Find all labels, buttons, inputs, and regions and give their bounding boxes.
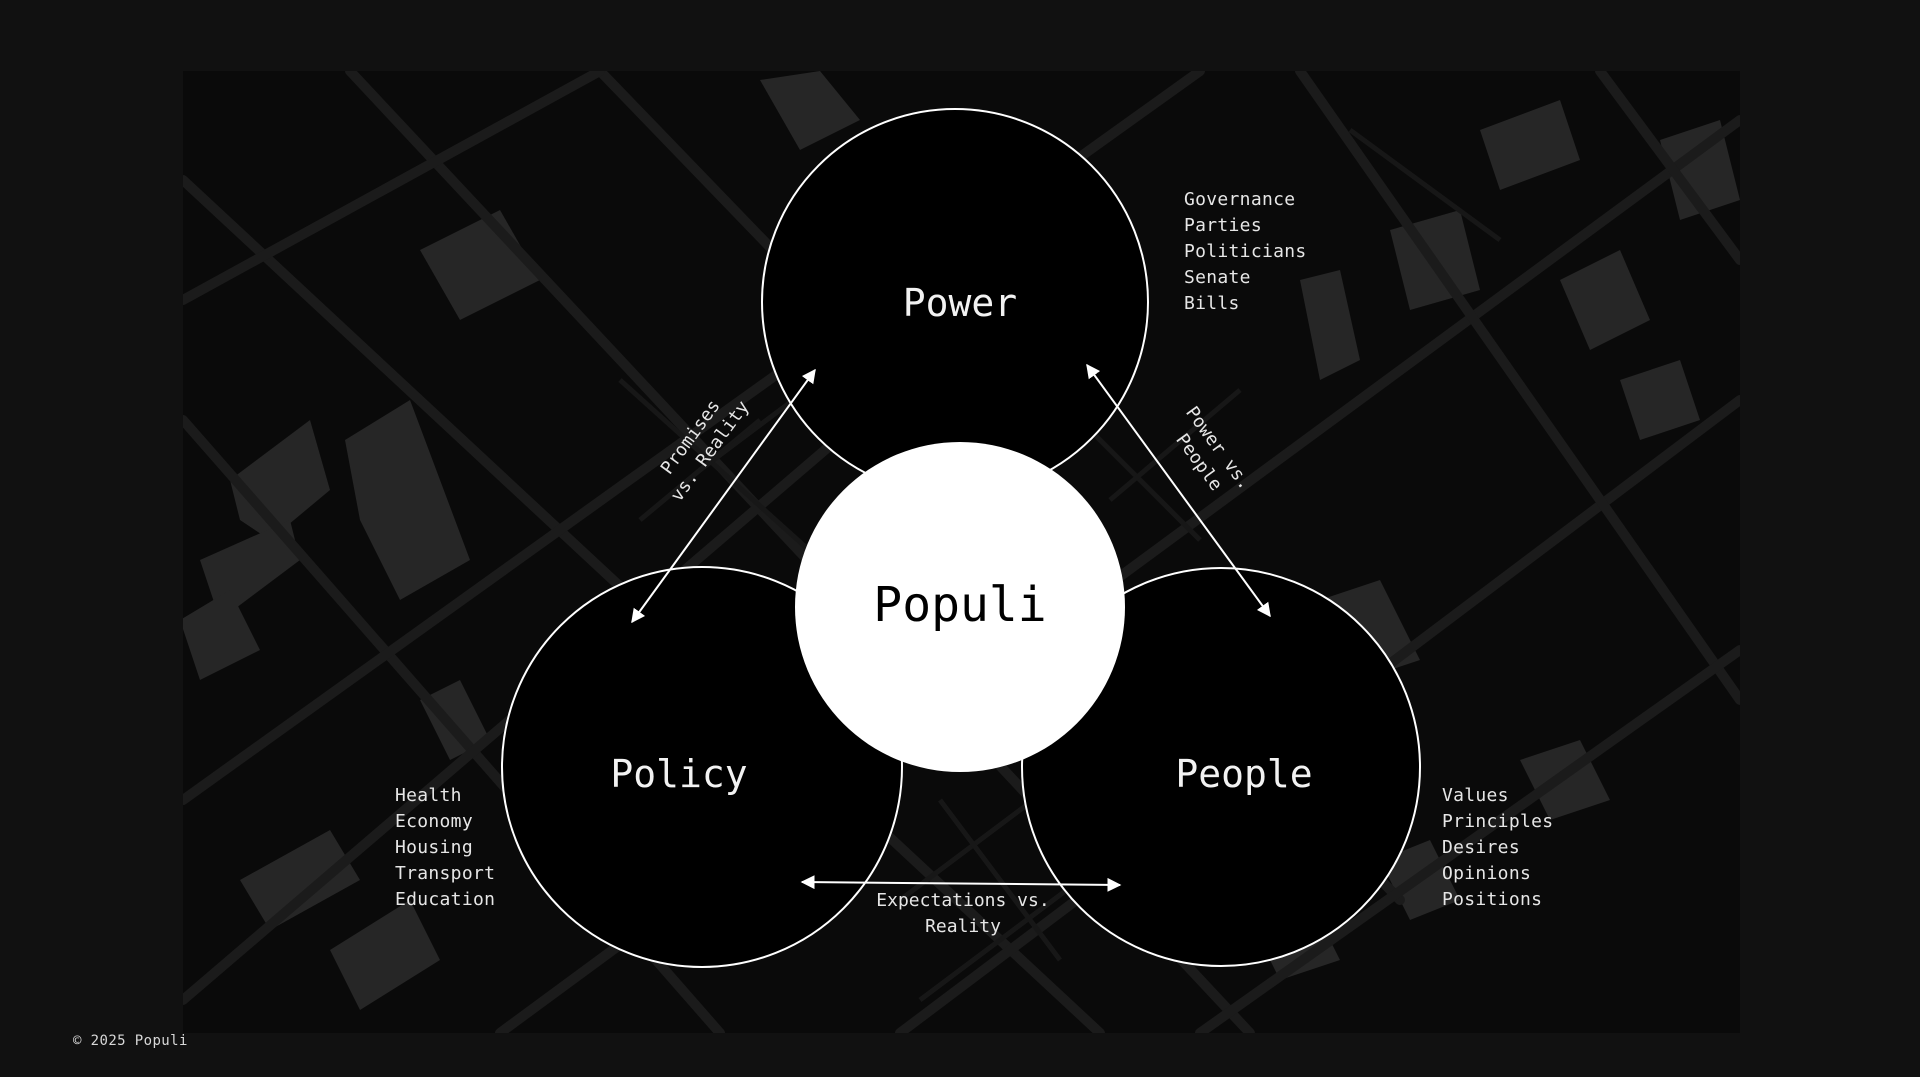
list-item: Housing — [395, 837, 473, 858]
list-item: Health — [395, 785, 462, 806]
list-item: Opinions — [1442, 863, 1532, 884]
arrow-power-vs-people — [1086, 363, 1271, 618]
list-item: Education — [395, 889, 496, 910]
list-item: Bills — [1184, 293, 1240, 314]
list-item: Desires — [1442, 837, 1520, 858]
list-item: Positions — [1442, 889, 1543, 910]
power-topics-list: Governance Parties Politicians Senate Bi… — [1184, 187, 1307, 317]
svg-text:Expectations vs.: Expectations vs. — [876, 890, 1049, 911]
footer-copyright: © 2025 Populi — [73, 1033, 188, 1049]
node-center-populi[interactable] — [795, 442, 1125, 772]
people-topics-list: Values Principles Desires Opinions Posit… — [1442, 783, 1553, 913]
svg-text:Reality: Reality — [925, 916, 1001, 937]
list-item: Parties — [1184, 215, 1262, 236]
list-item: Politicians — [1184, 241, 1307, 262]
arrow-promises-vs-reality — [631, 368, 816, 624]
arrow-expectations-vs-reality — [800, 875, 1122, 892]
node-label-policy: Policy — [610, 752, 747, 796]
list-item: Principles — [1442, 811, 1554, 832]
list-item: Economy — [395, 811, 473, 832]
policy-topics-list: Health Economy Housing Transport Educati… — [395, 783, 495, 913]
node-label-people: People — [1175, 752, 1312, 796]
node-label-power: Power — [903, 281, 1017, 325]
list-item: Senate — [1184, 267, 1251, 288]
list-item: Transport — [395, 863, 496, 884]
relation-label-expectations-vs-reality: Expectations vs. Reality — [876, 890, 1049, 937]
relation-label-power-vs-people: Power vs. People — [1171, 403, 1255, 495]
center-label-populi: Populi — [873, 577, 1046, 633]
list-item: Governance — [1184, 189, 1296, 210]
relation-label-promises-vs-reality: Promises vs. Reality — [657, 396, 754, 506]
list-item: Values — [1442, 785, 1509, 806]
